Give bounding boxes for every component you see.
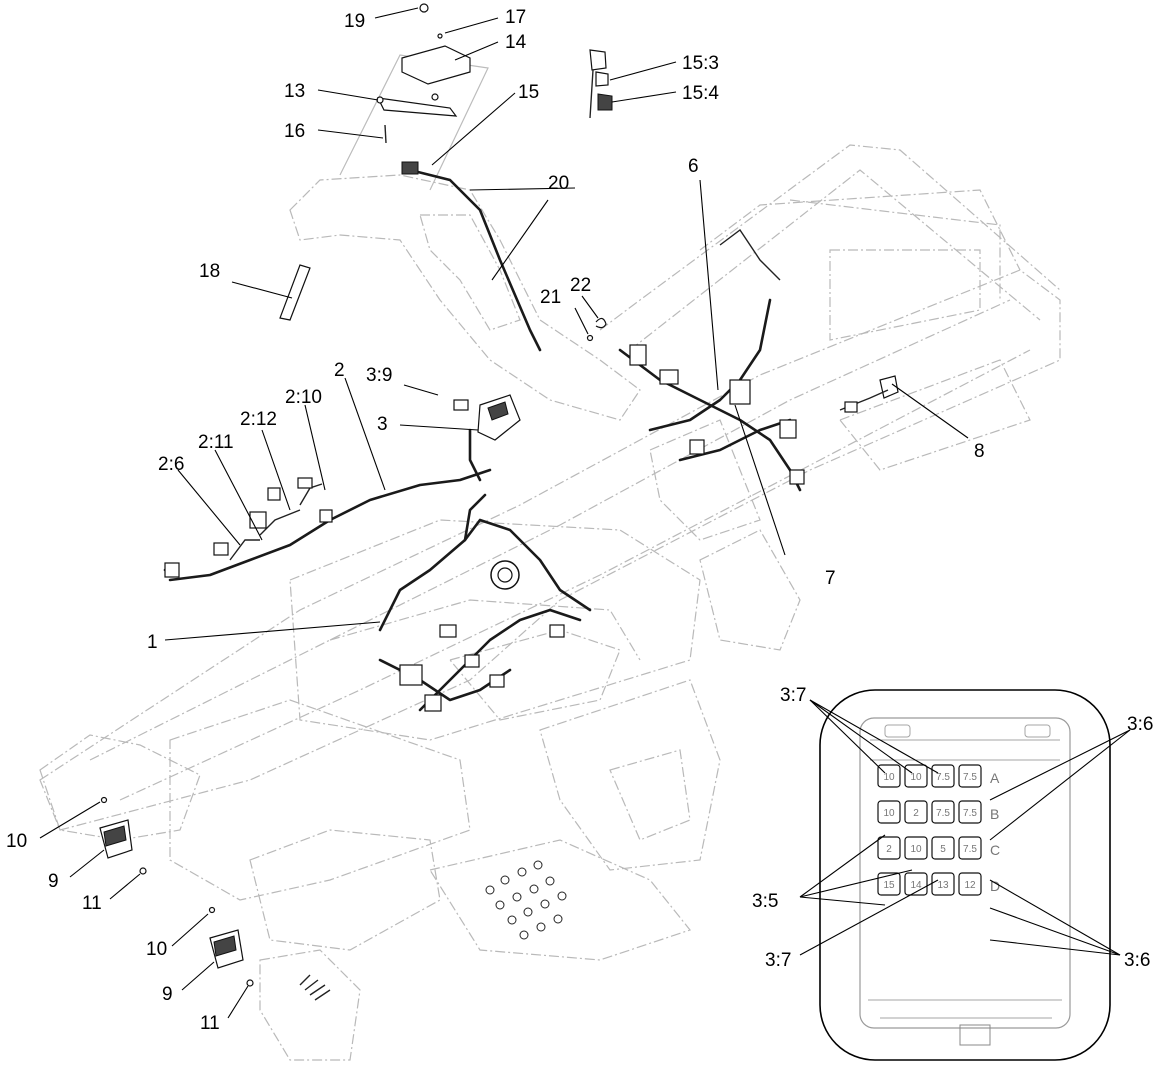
u-bolt-18 — [279, 264, 311, 321]
fuse-row-letter: C — [990, 842, 1000, 858]
callout-3-6-bottom: 3:6 — [1124, 950, 1150, 971]
fuse-block-3 — [453, 394, 521, 482]
callout-2-12: 2:12 — [240, 409, 277, 430]
chassis-frame — [39, 144, 1061, 1061]
callout-2-10: 2:10 — [285, 387, 322, 408]
fuse-row-letter: D — [990, 878, 1000, 894]
callout-10-lower: 10 — [146, 939, 167, 960]
fuse-slot — [877, 764, 901, 788]
main-harness-1 — [378, 493, 592, 712]
exploded-parts-kit — [279, 3, 613, 352]
fuse-rating-label: 7.5 — [963, 772, 977, 783]
fuse-slot — [904, 800, 928, 824]
callout-15: 15 — [518, 82, 539, 103]
callout-11-lower: 11 — [200, 1013, 220, 1034]
clip-22 — [595, 317, 607, 329]
pin-16 — [384, 124, 387, 144]
callout-18: 18 — [199, 261, 220, 282]
screw-17 — [437, 33, 443, 39]
callout-9-upper: 9 — [48, 871, 59, 892]
fuse-rating-label: 7.5 — [936, 772, 950, 783]
fuse-slot — [877, 836, 901, 860]
fuse-rating-label: 7.5 — [963, 808, 977, 819]
fuse-slot — [904, 764, 928, 788]
fuse-slot — [931, 872, 955, 896]
fuse-rating-label: 10 — [883, 808, 895, 819]
sensor-8 — [839, 375, 899, 413]
fuse-rating-label: 12 — [964, 880, 976, 891]
callout-3-9: 3:9 — [366, 365, 392, 386]
fuse-rating-label: 7.5 — [936, 808, 950, 819]
fuse-slot — [931, 836, 955, 860]
fuse-slot — [931, 764, 955, 788]
fuse-block-callouts: 3:7 3:6 3:5 3:7 3:6 — [752, 685, 1153, 971]
fuse-rating-label: 13 — [937, 880, 949, 891]
callout-6: 6 — [688, 156, 699, 177]
callout-3-5: 3:5 — [752, 891, 778, 912]
fuse-row-letter: A — [990, 770, 1000, 786]
callout-22: 22 — [570, 275, 591, 296]
fuse-slot — [958, 800, 982, 824]
rear-harness-6-7 — [618, 228, 805, 492]
switch-assembly-upper — [99, 796, 147, 875]
callout-2-6: 2:6 — [158, 454, 184, 475]
fuse-block-leaders — [799, 699, 1131, 956]
fuse-slot — [877, 872, 901, 896]
fuse-slot — [958, 836, 982, 860]
callout-19: 19 — [344, 11, 365, 32]
fuse-slot — [904, 836, 928, 860]
floor-plate-holes — [485, 860, 567, 940]
fastener-21 — [586, 334, 594, 342]
callout-3-7-bottom: 3:7 — [765, 950, 791, 971]
callout-2-11: 2:11 — [198, 432, 234, 453]
callout-13: 13 — [284, 81, 305, 102]
harness-15 — [408, 168, 542, 352]
fuse-slot — [931, 800, 955, 824]
fuse-slot — [958, 872, 982, 896]
connector-15-4 — [597, 93, 613, 111]
callout-14: 14 — [505, 32, 527, 53]
switch-assembly-lower — [208, 906, 254, 987]
leader-lines — [39, 7, 969, 1019]
fuse-rating-label: 10 — [910, 844, 922, 855]
fuse-rating-label: 14 — [910, 880, 922, 891]
fuse-rating-label: 2 — [886, 844, 892, 855]
callout-3-6-top: 3:6 — [1127, 714, 1153, 735]
control-module-14 — [401, 45, 471, 85]
callout-3: 3 — [377, 414, 388, 435]
fuse-rating-label: 10 — [883, 772, 895, 783]
fuse-rating-label: 7.5 — [963, 844, 977, 855]
fuse-row-letter: B — [990, 806, 999, 822]
callout-20: 20 — [548, 173, 569, 194]
fuse-rating-label: 10 — [910, 772, 922, 783]
callout-7: 7 — [825, 568, 836, 589]
callout-17: 17 — [505, 7, 526, 28]
callout-labels: 19 17 14 13 15 16 20 18 15:3 15:4 21 22 … — [6, 7, 985, 1034]
callout-15-4: 15:4 — [682, 83, 719, 104]
callout-2: 2 — [334, 360, 345, 381]
spring-icon — [299, 974, 331, 1001]
connector-15-3 — [589, 49, 607, 71]
nut-19 — [419, 3, 429, 13]
callout-1: 1 — [147, 632, 158, 653]
callout-16: 16 — [284, 121, 305, 142]
callout-21: 21 — [540, 287, 561, 308]
callout-3-7-top: 3:7 — [780, 685, 806, 706]
callout-10-upper: 10 — [6, 831, 27, 852]
fuse-rating-label: 15 — [883, 880, 895, 891]
dash-harness-2 — [163, 468, 492, 582]
fuse-slot — [877, 800, 901, 824]
fuse-rating-label: 5 — [940, 844, 946, 855]
callout-15-3: 15:3 — [682, 53, 719, 74]
callout-9-lower: 9 — [162, 984, 173, 1005]
callout-11-upper: 11 — [82, 893, 102, 914]
fuse-rating-label: 2 — [913, 808, 919, 819]
callout-8: 8 — [974, 441, 985, 462]
bracket-13 — [376, 97, 458, 117]
fuse-slot — [958, 764, 982, 788]
